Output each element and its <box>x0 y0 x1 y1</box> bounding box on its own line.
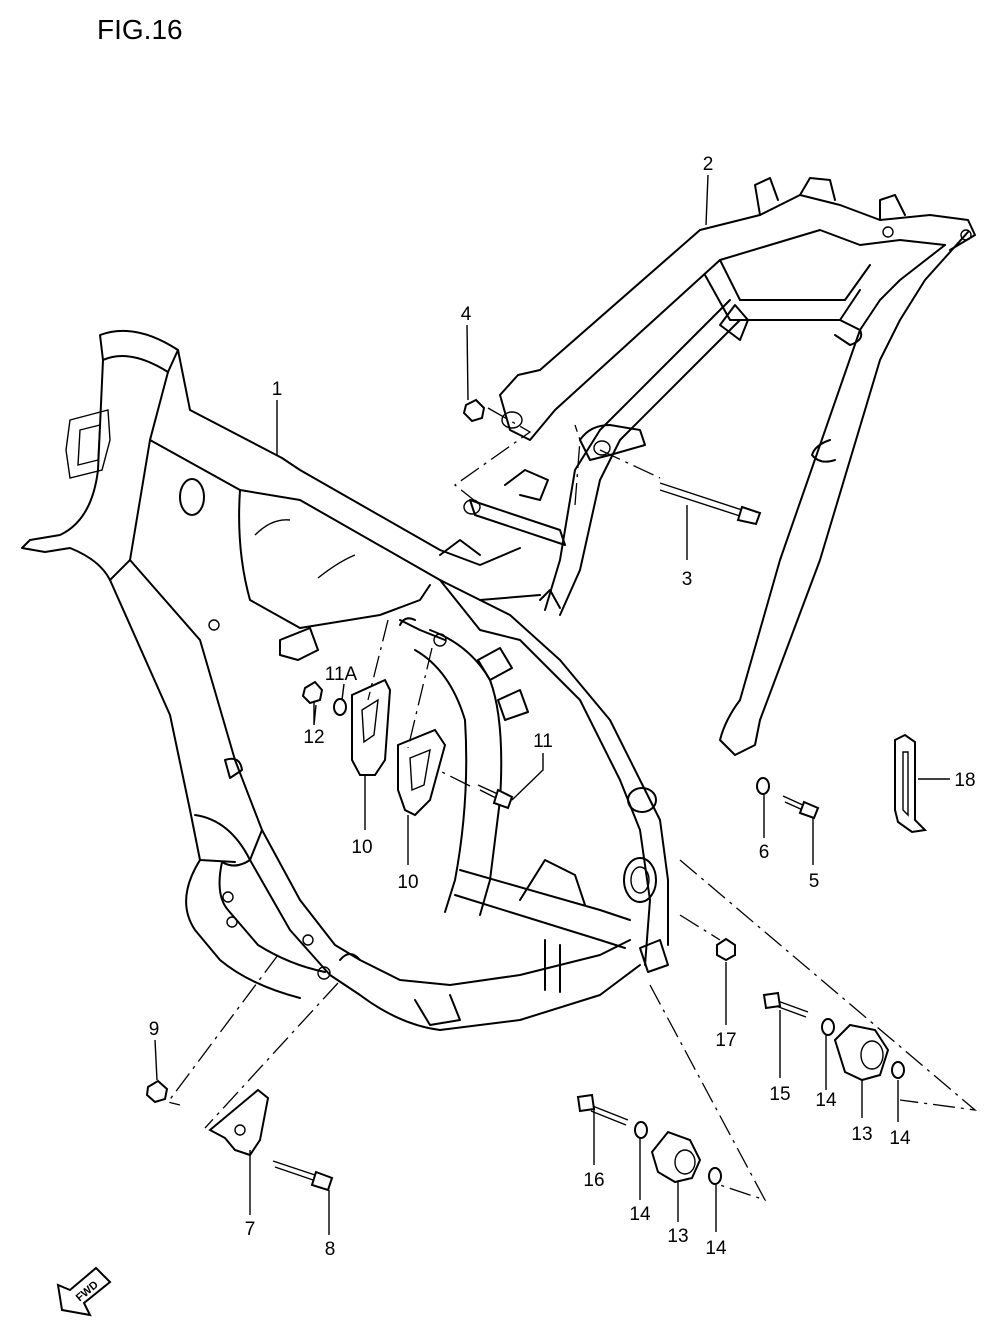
bracket-10b <box>397 728 447 817</box>
strap-18 <box>894 733 928 834</box>
bolt-8 <box>272 1160 334 1192</box>
callout-17: 17 <box>715 1030 736 1051</box>
callout-12: 12 <box>303 727 324 748</box>
callout-4: 4 <box>461 304 472 325</box>
callout-9: 9 <box>149 1019 160 1040</box>
callout-8: 8 <box>325 1239 336 1260</box>
callout-6: 6 <box>759 842 770 863</box>
bolt-16 <box>576 1093 629 1126</box>
callout-7: 7 <box>245 1219 256 1240</box>
callout-14c: 14 <box>629 1204 651 1225</box>
callout-15: 15 <box>769 1084 790 1105</box>
nut-4 <box>462 398 486 423</box>
callout-11a: 11A <box>325 664 358 685</box>
nut-17 <box>716 937 736 962</box>
callout-16: 16 <box>583 1170 604 1191</box>
bolt-15 <box>762 991 809 1018</box>
callout-18: 18 <box>954 770 975 791</box>
callout-13b: 13 <box>667 1226 688 1247</box>
washer-14a <box>821 1018 835 1036</box>
bracket-10a <box>351 678 392 776</box>
callout-5: 5 <box>809 871 820 892</box>
washer-14c <box>634 1121 648 1139</box>
bolt-5 <box>782 795 820 820</box>
assembly-lines <box>166 407 978 1202</box>
washer-6 <box>756 777 770 795</box>
nut-12 <box>301 680 324 705</box>
callout-1: 1 <box>272 379 283 400</box>
callout-3: 3 <box>682 569 693 590</box>
bushing-13b <box>650 1130 702 1184</box>
callout-13a: 13 <box>851 1124 872 1145</box>
callout-14a: 14 <box>815 1090 837 1111</box>
callout-10b: 10 <box>397 872 418 893</box>
main-frame <box>21 329 669 1031</box>
callout-11: 11 <box>533 731 553 752</box>
callout-14d: 14 <box>705 1238 727 1259</box>
bushing-13a <box>833 1023 890 1082</box>
figure-title: FIG.16 <box>97 14 183 45</box>
rear-subframe <box>499 177 976 756</box>
callout-14b: 14 <box>889 1128 911 1149</box>
nut-9 <box>145 1079 169 1104</box>
washer-11a <box>333 698 347 716</box>
fwd-arrow-icon: FWD <box>56 1266 112 1317</box>
callout-10a: 10 <box>351 837 372 858</box>
bolt-3 <box>659 482 762 526</box>
washer-14d <box>708 1167 722 1185</box>
leader-lines <box>154 174 950 1235</box>
callout-2: 2 <box>703 154 714 175</box>
center-brackets <box>399 469 566 647</box>
bolt-11 <box>477 784 514 810</box>
washer-14b <box>891 1061 905 1079</box>
plate-7 <box>208 1088 270 1157</box>
